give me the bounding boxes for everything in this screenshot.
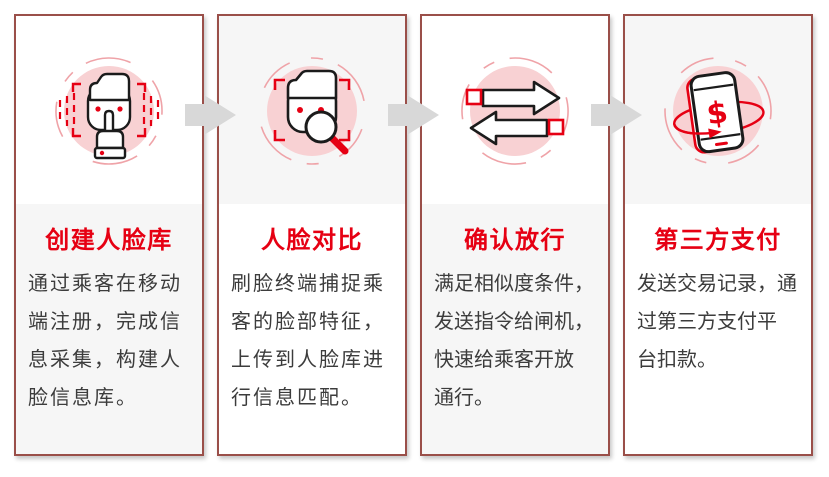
svg-text:$: $ (704, 95, 730, 133)
step-title: 创建人脸库 (45, 227, 173, 254)
step-4-text-area: 第三方支付 发送交易记录，通 过第三方支付平 台扣款。 (625, 204, 811, 454)
face-comparison-icon (258, 57, 366, 165)
step-card-1: 创建人脸库 通过乘客在移动 端注册，完成信 息采集，构建人 脸信息库。 (14, 14, 204, 456)
transfer-arrows-icon (461, 57, 569, 165)
step-title: 第三方支付 (654, 227, 782, 254)
step-card-4: $ 第三方支付 发送交易记录，通 过第三方支付平 台扣款。 (623, 14, 813, 456)
mobile-payment-icon: $ (664, 57, 772, 165)
step-title: 确认放行 (464, 227, 566, 254)
face-registration-icon (55, 57, 163, 165)
step-cards: 创建人脸库 通过乘客在移动 端注册，完成信 息采集，构建人 脸信息库。 (14, 14, 813, 456)
step-description: 满足相似度条件， 发送指令给闸机， 快速给乘客开放 通行。 (434, 273, 594, 409)
step-title: 人脸对比 (261, 227, 363, 254)
step-4-icon-area: $ (625, 16, 811, 204)
step-description: 刷脸终端捕捉乘 客的脸部特征， 上传到人脸库进 行信息匹配。 (231, 273, 385, 409)
step-description: 通过乘客在移动 端注册，完成信 息采集，构建人 脸信息库。 (28, 273, 182, 409)
next-step-arrow-2 (388, 95, 439, 135)
step-description: 发送交易记录，通 过第三方支付平 台扣款。 (637, 273, 797, 371)
step-1-icon-area (16, 16, 202, 204)
step-2-icon-area (219, 16, 405, 204)
step-3-icon-area (422, 16, 608, 204)
step-3-text-area: 确认放行 满足相似度条件， 发送指令给闸机， 快速给乘客开放 通行。 (422, 204, 608, 454)
step-card-2: 人脸对比 刷脸终端捕捉乘 客的脸部特征， 上传到人脸库进 行信息匹配。 (217, 14, 407, 456)
next-step-arrow-3 (591, 95, 642, 135)
next-step-arrow-1 (185, 95, 236, 135)
step-card-3: 确认放行 满足相似度条件， 发送指令给闸机， 快速给乘客开放 通行。 (420, 14, 610, 456)
step-2-text-area: 人脸对比 刷脸终端捕捉乘 客的脸部特征， 上传到人脸库进 行信息匹配。 (219, 204, 405, 454)
step-1-text-area: 创建人脸库 通过乘客在移动 端注册，完成信 息采集，构建人 脸信息库。 (16, 204, 202, 454)
